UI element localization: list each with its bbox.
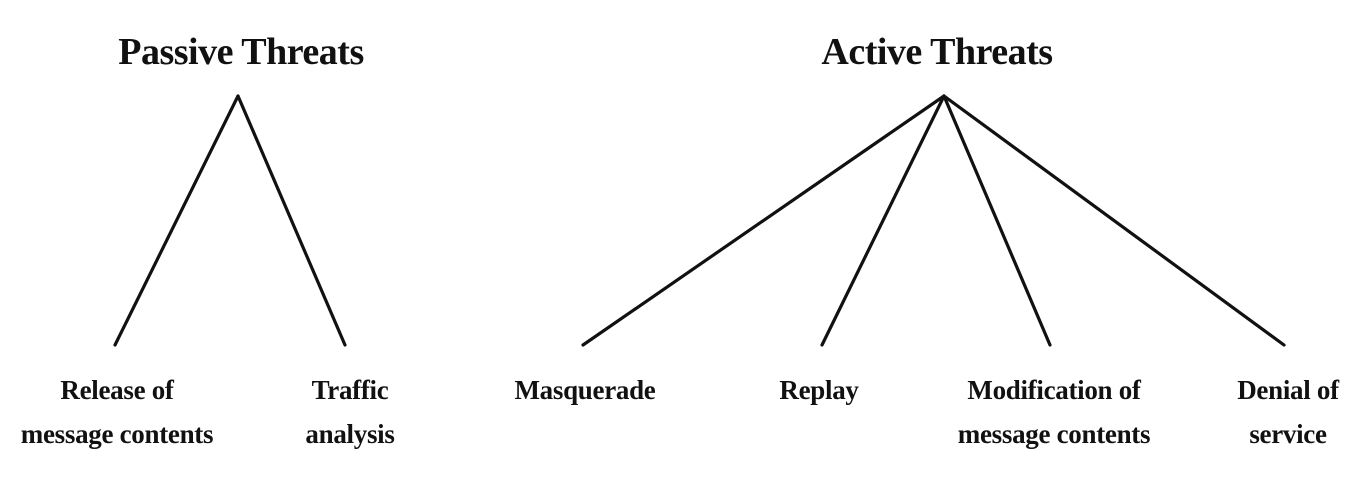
edge-passive-traffic [236,94,347,347]
leaf-line: Denial of [1237,375,1339,405]
leaf-line: Replay [779,375,859,405]
leaf-line: service [1249,419,1327,449]
edge-active-modification [942,94,1052,347]
leaf-line: Modification of [967,375,1141,405]
leaf-denial-of-service: Denial of service [1237,368,1339,456]
leaf-replay: Replay [779,368,859,412]
active-threats-title: Active Threats [821,31,1053,73]
passive-threats-title: Passive Threats [118,31,364,73]
leaf-masquerade: Masquerade [515,368,656,412]
leaf-line: message contents [957,419,1151,449]
leaf-line: message contents [20,419,214,449]
leaf-traffic-analysis: Traffic analysis [305,368,394,456]
leaf-release-of-message-contents: Release of message contents [20,368,214,456]
edge-passive-release [113,94,240,347]
leaf-line: analysis [305,419,395,449]
leaf-line: Release of [60,375,174,405]
edge-active-replay [820,94,946,347]
leaf-line: Masquerade [514,375,656,405]
edge-active-denial [942,94,1286,347]
edge-active-masquerade [581,94,946,347]
leaf-line: Traffic [311,375,389,405]
leaf-modification-of-message-contents: Modification of message contents [957,368,1151,456]
